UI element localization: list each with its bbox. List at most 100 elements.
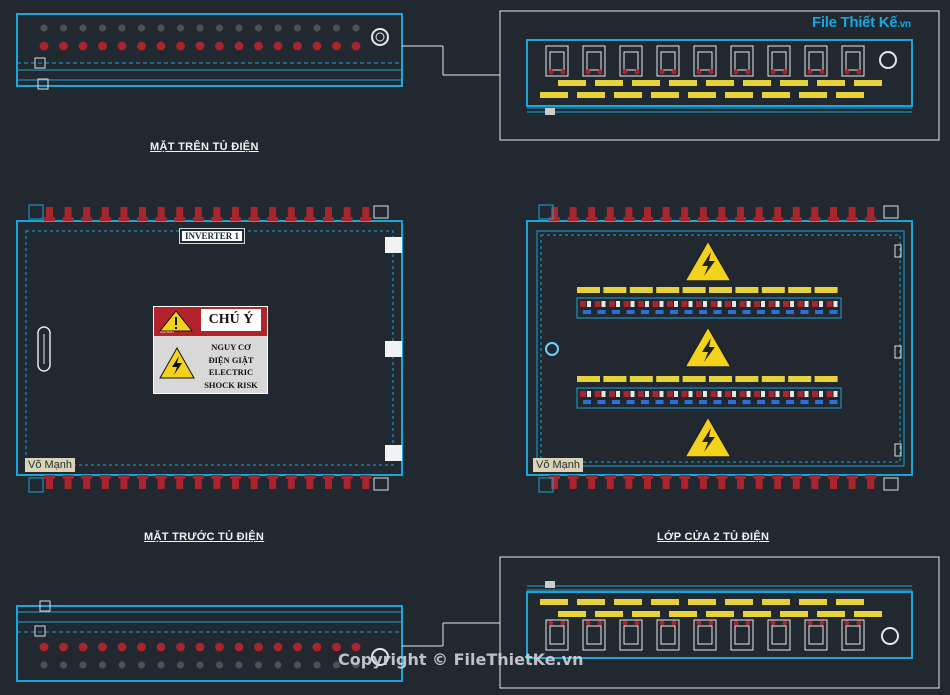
cable-gland-nut <box>304 217 316 221</box>
gland-grey <box>235 24 243 32</box>
gland-grey <box>352 24 360 32</box>
breaker-rail <box>576 297 842 319</box>
cable-gland-nut <box>697 475 709 479</box>
gland-red <box>117 41 127 51</box>
string-label <box>629 287 653 293</box>
cable-gland <box>101 475 109 489</box>
breaker-icon <box>845 625 861 645</box>
string-label <box>558 611 586 617</box>
cable-gland <box>213 475 221 489</box>
cable-gland <box>644 207 651 221</box>
terminal-blue <box>626 310 635 314</box>
breaker-icon <box>623 51 639 71</box>
terminal-blue <box>757 400 765 404</box>
cable-gland <box>792 475 800 489</box>
cable-gland <box>569 207 577 221</box>
gland-grey <box>196 24 204 32</box>
gland-red <box>78 642 88 652</box>
breaker-icon <box>623 391 630 397</box>
cable-gland-nut <box>360 475 372 479</box>
string-label <box>854 611 882 617</box>
electric-hazard-icon <box>702 252 715 276</box>
string-label <box>540 599 568 605</box>
cable-gland-nut <box>323 217 334 221</box>
breaker-icon <box>804 301 809 307</box>
breaker-icon <box>688 391 693 397</box>
breaker-icon <box>703 391 707 397</box>
string-label <box>836 599 864 605</box>
gland-red <box>312 642 322 652</box>
electric-hazard-icon <box>159 347 195 379</box>
breaker-terminal <box>560 69 566 75</box>
cable-gland <box>343 207 351 221</box>
gland-grey <box>313 24 321 32</box>
vent-icon <box>879 51 897 69</box>
gland-grey <box>157 661 165 669</box>
terminal-blue <box>699 310 707 314</box>
gland-grey <box>254 661 263 669</box>
gland-red <box>39 41 49 51</box>
detail-frame <box>526 591 913 659</box>
cable-gland <box>606 475 614 489</box>
string-label <box>814 287 838 293</box>
string-label <box>656 376 680 382</box>
cable-gland <box>83 475 91 489</box>
string-label <box>614 599 642 605</box>
breaker-icon <box>619 619 643 651</box>
breaker-rail <box>576 387 842 409</box>
breaker-icon <box>761 301 765 307</box>
gland-red <box>98 642 107 652</box>
string-label <box>595 80 623 86</box>
string-label <box>709 287 732 293</box>
breaker-icon <box>693 619 717 651</box>
door-inner-dash <box>540 234 901 463</box>
gland-red <box>176 41 185 51</box>
breaker-icon <box>660 625 676 645</box>
cable-gland-nut <box>248 217 260 221</box>
cable-gland-nut <box>248 475 260 479</box>
breaker-icon <box>630 391 635 397</box>
string-label <box>540 92 568 98</box>
terminal-blue <box>728 400 736 404</box>
breaker-icon <box>586 51 602 71</box>
warning-line: ELECTRIC <box>208 367 254 377</box>
terminal-blue <box>641 310 649 314</box>
breaker-icon <box>746 391 751 397</box>
string-label <box>603 287 627 293</box>
string-label <box>761 287 785 293</box>
cable-gland-nut <box>828 475 839 479</box>
terminal-blue <box>713 400 722 404</box>
breaker-icon <box>594 301 601 307</box>
gland-red <box>215 642 224 652</box>
cable-gland-nut <box>753 475 765 479</box>
gland-red <box>293 642 302 652</box>
terminal-blue <box>626 400 635 404</box>
breaker-icon <box>586 625 602 645</box>
cable-gland-nut <box>549 217 560 221</box>
breaker-icon <box>739 301 746 307</box>
gland-red <box>254 642 263 652</box>
cable-gland-nut <box>604 217 616 221</box>
terminal-blue <box>771 400 780 404</box>
cable-gland-nut <box>865 475 877 479</box>
cable-gland-nut <box>846 217 858 221</box>
breaker-icon <box>833 301 838 307</box>
string-label <box>788 287 812 293</box>
cable-gland <box>232 207 239 221</box>
terminal-blue <box>728 310 736 314</box>
breaker-icon <box>819 301 823 307</box>
breaker-icon <box>754 391 760 397</box>
cable-gland <box>792 207 800 221</box>
breaker-icon <box>659 301 664 307</box>
gland-grey <box>157 24 165 32</box>
string-label <box>799 599 827 605</box>
top-view-frame <box>16 13 403 87</box>
label-top-view: MẶT TRÊN TỦ ĐIỆN <box>150 141 259 153</box>
cable-gland-nut <box>81 475 93 479</box>
gland-red <box>59 642 68 652</box>
breaker-icon <box>812 301 818 307</box>
string-label <box>814 376 838 382</box>
breaker-icon <box>580 301 586 307</box>
terminal-blue <box>742 310 751 314</box>
cable-gland <box>120 475 128 489</box>
